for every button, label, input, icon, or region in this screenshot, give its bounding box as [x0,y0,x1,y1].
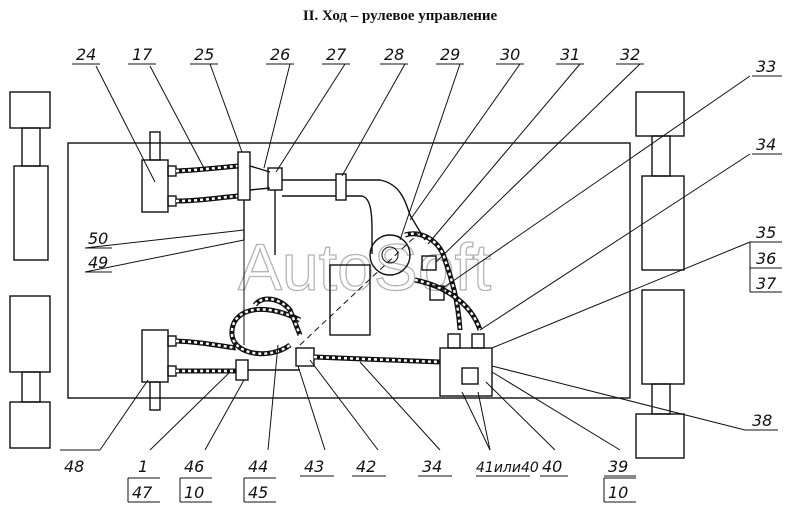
callout-boxes-bottom [127,475,636,503]
callout-38: 38 [752,411,772,430]
callout-33: 33 [756,57,776,76]
callout-34-lower: 34 [422,457,442,476]
tee-fitting-25 [237,151,271,240]
callout-box-35-37 [749,241,782,293]
callout-45: 45 [248,483,268,502]
callout-47: 47 [132,483,153,502]
callout-30: 30 [500,45,520,64]
callout-44: 44 [248,457,268,476]
callout-46: 46 [184,457,204,476]
callout-50: 50 [88,229,108,248]
callout-10-right: 10 [608,483,628,502]
hose-rear [175,338,300,381]
pipe-upper [346,179,426,241]
callout-17: 17 [132,45,153,64]
suction-hose-loop [229,296,303,357]
wheel-front-right [635,91,685,271]
pressure-line [295,347,441,367]
callout-39: 39 [608,457,628,476]
callout-43: 43 [304,457,324,476]
callout-29: 29 [440,45,460,64]
callout-42: 42 [356,457,376,476]
callout-37: 37 [756,274,777,293]
callout-36: 36 [756,249,776,268]
steering-pump [329,231,483,336]
distributor-block [439,333,746,431]
callout-48: 48 [64,457,84,476]
callout-underlines [60,63,782,451]
wheel-rear-left [9,295,51,449]
dashed-pipe [299,231,421,346]
clamp-28 [335,173,347,201]
valve-26-27 [267,167,336,255]
wheel-front-left [9,91,51,261]
callout-10-left: 10 [184,483,204,502]
callout-35: 35 [756,223,776,242]
chassis-frame [67,142,631,399]
callout-32: 32 [620,45,640,64]
callout-34-upper: 34 [756,135,776,154]
callout-41-or-40: 41или40 [476,460,539,476]
steering-cylinder-rear [141,329,177,411]
callout-31: 31 [560,45,580,64]
steering-cylinder-front [141,131,177,213]
callout-25: 25 [194,45,214,64]
callout-28: 28 [384,45,404,64]
callout-26: 26 [270,45,290,64]
callout-40: 40 [542,457,562,476]
wheel-rear-right [635,289,685,459]
callout-24: 24 [76,45,96,64]
page-title: II. Ход – рулевое управление [302,8,498,24]
pipe-upper-2 [346,195,373,254]
callout-27: 27 [326,45,347,64]
hose-front [175,163,239,204]
leader-lines [84,63,751,451]
callout-49: 49 [88,253,108,272]
callout-1: 1 [138,457,148,476]
